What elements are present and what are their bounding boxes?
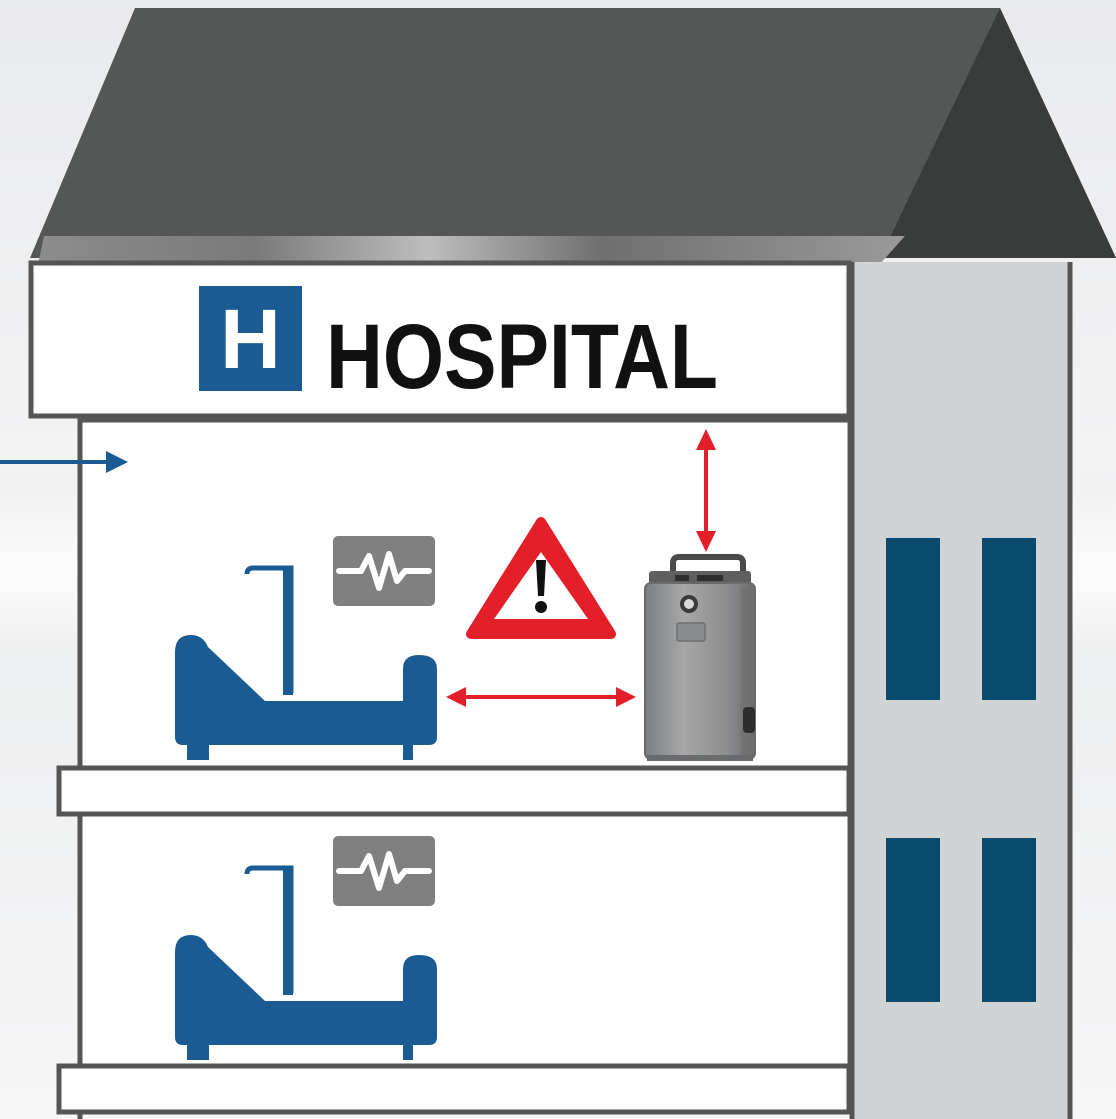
arrow-right-icon: [0, 451, 128, 473]
window: [886, 538, 940, 700]
window: [982, 538, 1036, 700]
window: [982, 838, 1036, 1002]
side-wall: [849, 262, 1073, 1119]
hospital-bed-icon: [175, 565, 437, 760]
hospital-bed-icon: [175, 865, 437, 1060]
double-arrow-horizontal-icon: [446, 687, 636, 707]
heart-monitor-icon: [333, 536, 435, 606]
side-wall-face: [852, 262, 1070, 1119]
portable-generator-icon: [644, 554, 756, 761]
logo-letter: H: [220, 292, 281, 386]
hospital-logo-icon: [199, 286, 302, 391]
sign-title: HOSPITAL: [326, 306, 718, 408]
window: [886, 838, 940, 1002]
hospital-sign: H HOSPITAL: [199, 286, 718, 408]
roof-eave: [38, 236, 905, 264]
floor-slab: [56, 1063, 852, 1115]
warning-triangle-icon: [466, 517, 616, 639]
roof-front: [30, 8, 1116, 258]
double-arrow-vertical-icon: [696, 429, 716, 552]
roof-side: [880, 8, 1116, 258]
roof: [30, 8, 1116, 264]
sign-band: [28, 260, 852, 419]
floor-slab: [56, 765, 852, 817]
heart-monitor-icon: [333, 836, 435, 906]
